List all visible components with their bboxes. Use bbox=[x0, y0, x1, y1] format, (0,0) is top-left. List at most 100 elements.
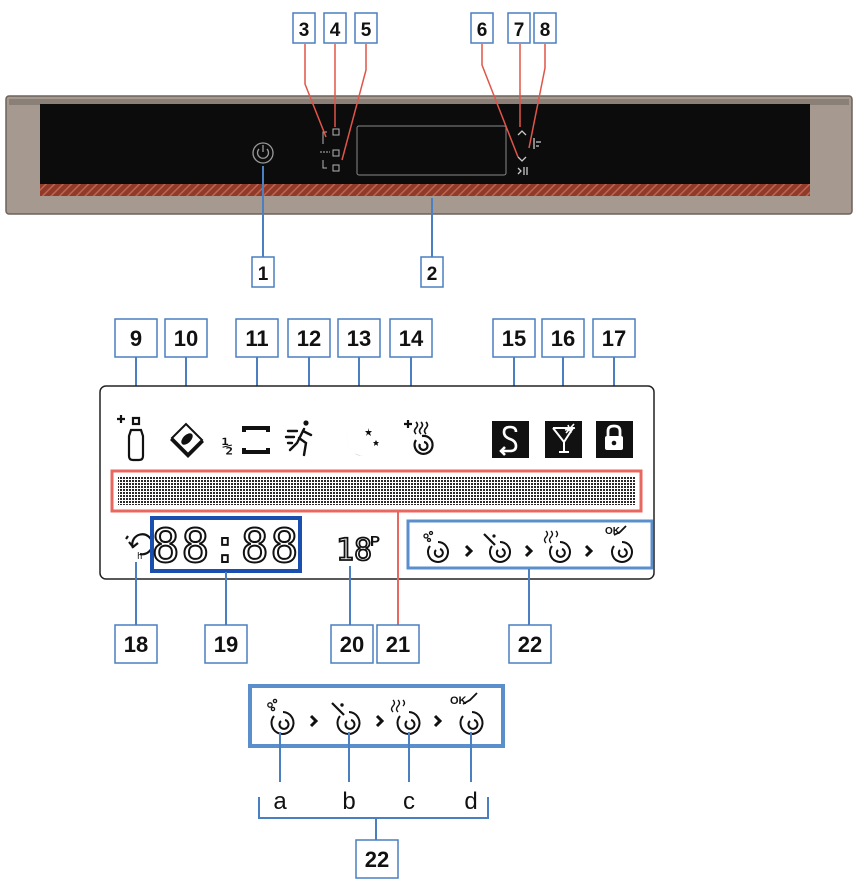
svg-text:14: 14 bbox=[399, 326, 424, 351]
svg-text:½: ½ bbox=[222, 436, 233, 457]
chevron-down-icon[interactable] bbox=[517, 156, 527, 162]
svg-text:18: 18 bbox=[336, 533, 372, 568]
speed-runner-icon bbox=[284, 420, 313, 457]
time-frame bbox=[150, 516, 302, 573]
dry-icon-large bbox=[390, 699, 421, 735]
program-number: 18 P bbox=[335, 532, 380, 569]
svg-text:6: 6 bbox=[477, 20, 488, 41]
svg-text:18: 18 bbox=[124, 632, 148, 657]
svg-text:8: 8 bbox=[540, 20, 551, 41]
control-panel-glass bbox=[40, 104, 810, 196]
phase-letter-b: b bbox=[342, 788, 355, 815]
display-window bbox=[356, 125, 507, 176]
prewash-icon-large bbox=[267, 698, 295, 735]
info-icon[interactable] bbox=[533, 138, 541, 149]
phase-letter-c: c bbox=[403, 788, 415, 815]
callout-9: 9 bbox=[114, 318, 158, 358]
callout-16: 16 bbox=[541, 318, 585, 358]
power-icon bbox=[256, 145, 270, 159]
callout-21: 21 bbox=[376, 624, 420, 664]
phase-icons-small bbox=[423, 525, 633, 563]
navigation-buttons bbox=[517, 130, 541, 175]
svg-text:13: 13 bbox=[347, 326, 371, 351]
panel-leader-lines bbox=[304, 44, 546, 161]
tablet-icon bbox=[170, 422, 204, 458]
svg-text:10: 10 bbox=[174, 326, 198, 351]
svg-text:21: 21 bbox=[386, 632, 410, 657]
finished-icon-large bbox=[459, 692, 484, 735]
bottle-plus-icon bbox=[117, 415, 145, 462]
svg-text:9: 9 bbox=[130, 326, 142, 351]
dry-icon bbox=[543, 530, 571, 563]
program-button-2[interactable] bbox=[332, 149, 340, 157]
phase-letter-d: d bbox=[464, 788, 477, 815]
svg-text:20: 20 bbox=[340, 632, 364, 657]
callout-18: 18 bbox=[114, 624, 158, 664]
detail-leaders bbox=[279, 732, 472, 782]
time-readout: 88:88 bbox=[152, 519, 300, 573]
callout-5: 5 bbox=[354, 12, 378, 44]
callout-8: 8 bbox=[533, 12, 557, 44]
callout-13: 13 bbox=[337, 318, 381, 358]
callout-15: 15 bbox=[492, 318, 536, 358]
svg-text:11: 11 bbox=[245, 326, 268, 351]
callout-10: 10 bbox=[164, 318, 208, 358]
callout-22: 22 bbox=[508, 624, 552, 664]
extra-dry-plus-icon bbox=[404, 420, 434, 455]
timer-clock-icon: h bbox=[125, 533, 154, 562]
panel-leader-lines-blue bbox=[262, 166, 433, 258]
ok-label-large: OK bbox=[450, 695, 467, 707]
svg-text:15: 15 bbox=[502, 326, 526, 351]
glass-sparkle-icon bbox=[545, 421, 582, 458]
dot-matrix-text-line bbox=[118, 477, 635, 505]
power-button[interactable] bbox=[252, 142, 274, 164]
night-moon-icon bbox=[346, 423, 379, 457]
callout-6: 6 bbox=[470, 12, 494, 44]
callout-2: 2 bbox=[420, 256, 444, 288]
display-bottom-leaders bbox=[135, 562, 530, 627]
wash-icon-large bbox=[331, 702, 361, 735]
svg-text:16: 16 bbox=[551, 326, 575, 351]
callout-14: 14 bbox=[389, 318, 433, 358]
program-button-3[interactable] bbox=[332, 164, 340, 172]
svg-text:h: h bbox=[137, 552, 142, 562]
ok-label: OK bbox=[605, 526, 621, 537]
phase-icons-large bbox=[267, 692, 484, 735]
svg-text:4: 4 bbox=[330, 20, 341, 41]
callout-1: 1 bbox=[251, 256, 275, 288]
callout-22-detail: 22 bbox=[355, 839, 399, 879]
callout-3: 3 bbox=[292, 12, 316, 44]
callout-19: 19 bbox=[204, 624, 248, 664]
wash-icon bbox=[483, 533, 511, 563]
finished-icon bbox=[611, 525, 633, 563]
program-button-1[interactable] bbox=[332, 128, 340, 136]
phase-detail-frame bbox=[248, 684, 505, 748]
svg-text:12: 12 bbox=[297, 326, 321, 351]
callout-4: 4 bbox=[323, 12, 347, 44]
svg-text:P: P bbox=[370, 533, 380, 550]
phase-letter-a: a bbox=[273, 788, 287, 815]
program-buttons bbox=[320, 128, 340, 172]
svg-text:3: 3 bbox=[299, 20, 310, 41]
svg-text:19: 19 bbox=[214, 632, 238, 657]
prewash-icon bbox=[423, 530, 449, 563]
half-load-icon: ½ bbox=[222, 426, 270, 457]
chevron-up-icon[interactable] bbox=[517, 130, 527, 136]
callout-17: 17 bbox=[592, 318, 636, 358]
svg-text:22: 22 bbox=[518, 632, 542, 657]
callout-7: 7 bbox=[507, 12, 531, 44]
callout-12: 12 bbox=[287, 318, 331, 358]
svg-text:7: 7 bbox=[514, 20, 525, 41]
callout-11: 11 bbox=[235, 318, 279, 358]
start-pause-icon[interactable] bbox=[517, 167, 528, 175]
svg-text:22: 22 bbox=[365, 847, 389, 872]
callout-20: 20 bbox=[330, 624, 374, 664]
rinse-change-icon bbox=[492, 421, 529, 458]
svg-text:1: 1 bbox=[258, 264, 269, 285]
detail-bracket bbox=[258, 797, 489, 819]
control-panel bbox=[5, 95, 853, 215]
svg-text:17: 17 bbox=[602, 326, 626, 351]
text-line-frame bbox=[110, 469, 643, 513]
svg-text:2: 2 bbox=[427, 264, 438, 285]
